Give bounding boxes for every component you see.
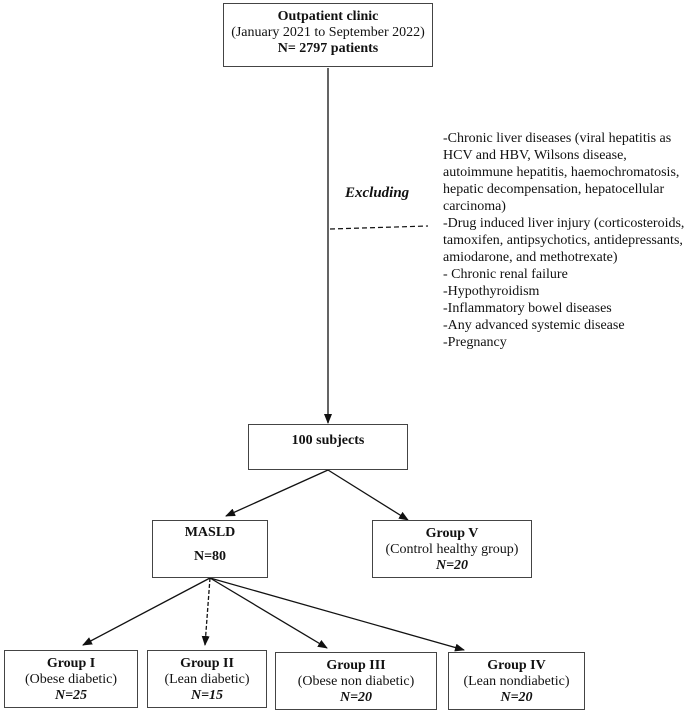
group2-count: N=15 [190,688,224,703]
outpatient-period: (January 2021 to September 2022) [231,25,425,40]
subjects-box: 100 subjects [248,424,408,470]
exclusion-criteria-list: -Chronic liver diseases (viral hepatitis… [443,130,685,351]
exclusion-item: -Any advanced systemic disease [443,318,625,333]
arrow-to-masld [225,469,329,517]
group3-box: Group III (Obese non diabetic) N=20 [275,652,437,710]
group2-title: Group II [180,656,234,671]
subjects-title: 100 subjects [291,433,365,448]
group4-desc: (Lean nondiabetic) [463,674,570,689]
masld-box: MASLD N=80 [152,520,268,578]
group4-box: Group IV (Lean nondiabetic) N=20 [448,652,585,710]
exclusion-item: -Inflammatory bowel diseases [443,301,612,316]
group1-box: Group I (Obese diabetic) N=25 [4,650,138,708]
group1-count: N=25 [54,688,88,703]
exclusion-item: -Drug induced liver injury (corticostero… [443,216,685,265]
group5-desc: (Control healthy group) [385,542,519,557]
outpatient-count: N= 2797 patients [277,41,379,56]
outpatient-clinic-box: Outpatient clinic (January 2021 to Septe… [223,3,433,67]
exclusion-item: - Chronic renal failure [443,267,568,282]
group5-title: Group V [425,526,479,541]
group3-count: N=20 [339,690,373,705]
exclusion-dashed-line [329,225,429,230]
arrow-to-group4 [209,577,465,652]
group2-box: Group II (Lean diabetic) N=15 [147,650,267,708]
group2-desc: (Lean diabetic) [164,672,250,687]
arrow-to-group1 [82,577,211,646]
arrow-to-group2 [201,577,211,646]
group3-title: Group III [326,658,386,673]
group5-count: N=20 [435,558,469,573]
arrow-to-group3 [209,577,328,649]
outpatient-title: Outpatient clinic [277,9,379,24]
group1-desc: (Obese diabetic) [24,672,118,687]
group5-box: Group V (Control healthy group) N=20 [372,520,532,578]
exclusion-item: -Pregnancy [443,335,507,350]
group3-desc: (Obese non diabetic) [297,674,415,689]
excluding-label: Excluding [345,185,410,201]
group4-title: Group IV [487,658,546,673]
exclusion-item: -Chronic liver diseases (viral hepatitis… [443,131,680,214]
group1-title: Group I [46,656,96,671]
group4-count: N=20 [500,690,533,705]
masld-count: N=80 [193,549,227,564]
arrow-to-group5 [327,469,409,521]
exclusion-item: -Hypothyroidism [443,284,540,299]
masld-title: MASLD [184,525,236,540]
